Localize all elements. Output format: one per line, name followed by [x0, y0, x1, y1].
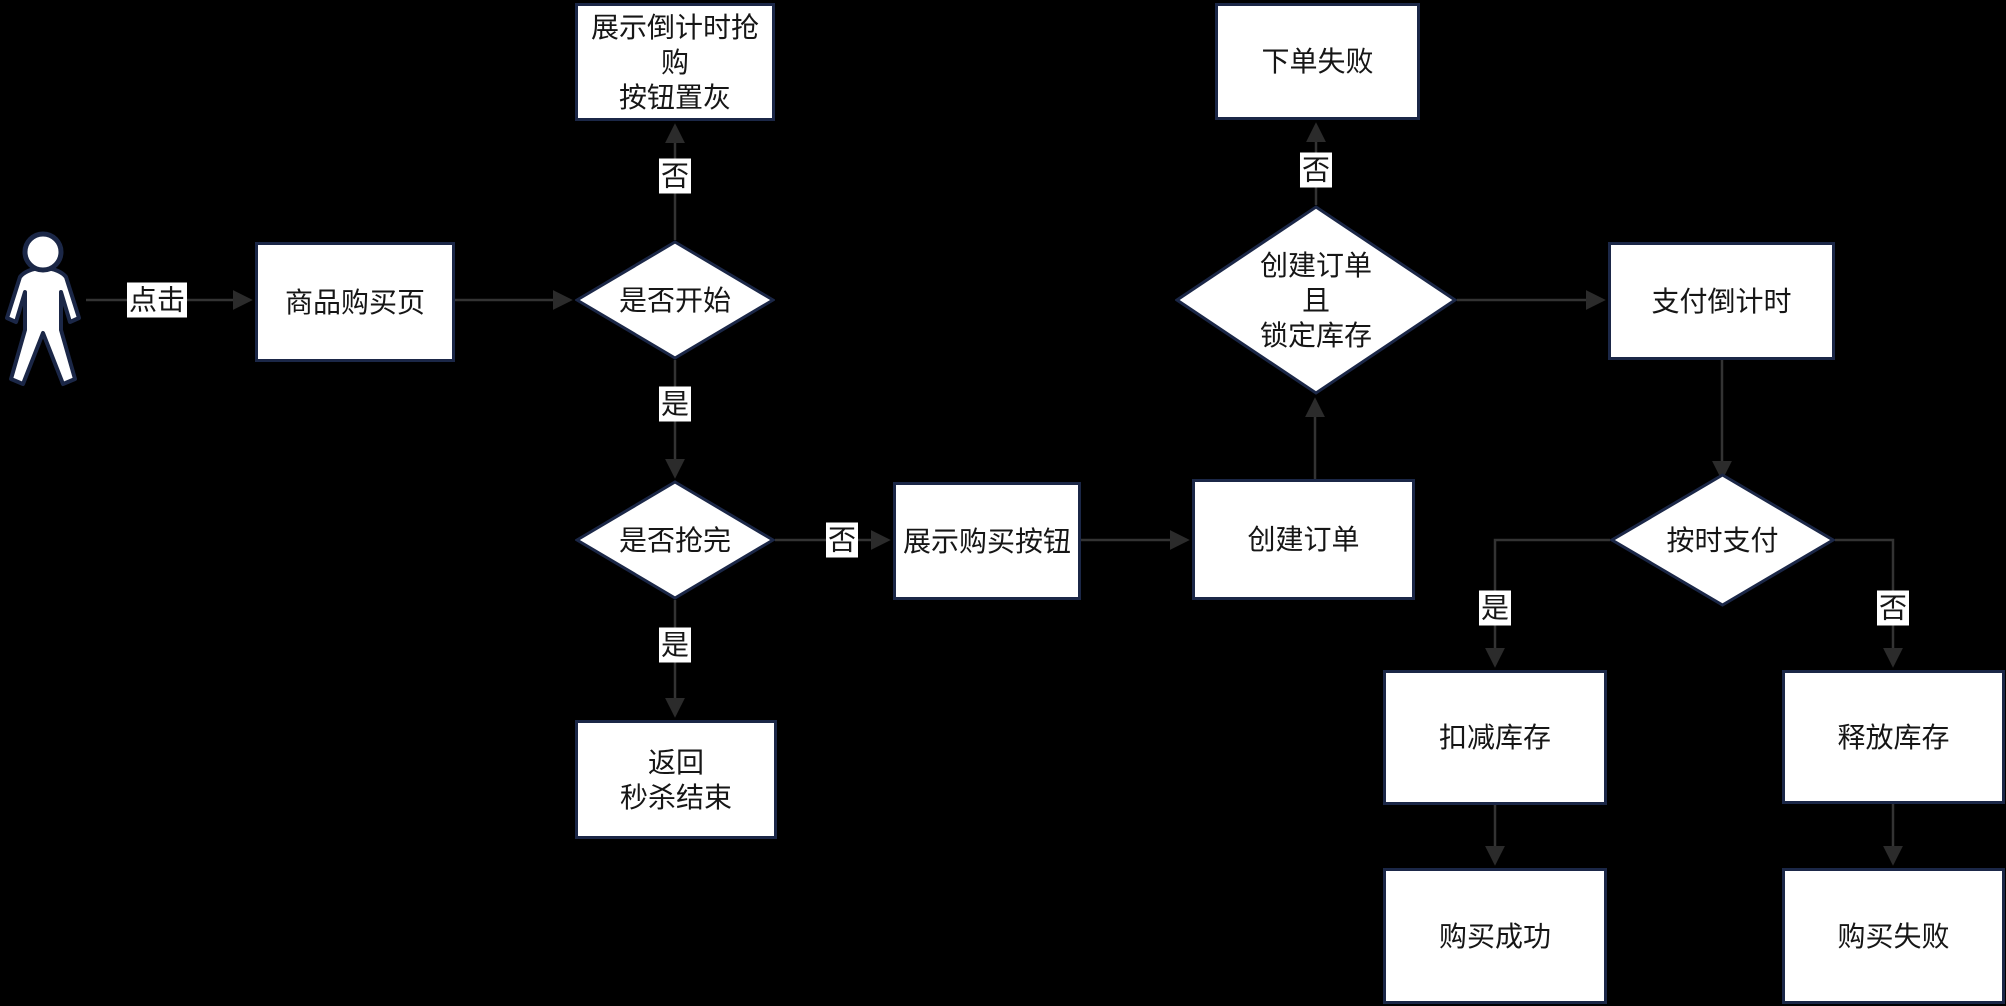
edge-user-to-product-label: 点击 — [126, 282, 188, 318]
node-is-sold-out: 是否抢完 — [575, 480, 775, 600]
node-create-order-label: 创建订单 — [1247, 524, 1360, 555]
node-deduct-stock: 扣减库存 — [1383, 670, 1607, 805]
node-product-page: 商品购买页 — [255, 242, 455, 362]
node-is-started: 是否开始 — [575, 240, 775, 360]
user-actor — [2, 230, 84, 388]
diamond-shape — [1610, 473, 1835, 607]
edge-paytime-no-release-label: 否 — [1876, 590, 1910, 626]
node-order-lock-stock: 创建订单 且 锁定库存 — [1175, 205, 1457, 395]
edge-lock-no-orderfail-label: 否 — [1299, 152, 1333, 188]
node-countdown-grey: 展示倒计时抢购 按钮置灰 — [575, 3, 775, 121]
diamond-shape — [575, 240, 775, 360]
edge-paytime-yes-deduct — [1485, 538, 1610, 668]
node-purchase-success: 购买成功 — [1383, 868, 1607, 1004]
diamond-shape — [575, 480, 775, 600]
node-pay-countdown-label: 支付倒计时 — [1651, 285, 1792, 317]
edge-start-yes-soldout-label: 是 — [658, 386, 692, 422]
edge-paytime-yes-deduct-label: 是 — [1478, 590, 1512, 626]
node-order-failed: 下单失败 — [1215, 3, 1420, 120]
node-is-started-label: 是否开始 — [618, 284, 731, 316]
edge-start-no-countdown-label: 否 — [658, 158, 692, 194]
person-icon — [5, 231, 81, 386]
edge-soldout-yes-return-label: 是 — [658, 627, 692, 663]
node-release-stock: 释放库存 — [1782, 670, 2005, 804]
node-pay-on-time: 按时支付 — [1610, 473, 1835, 607]
node-seckill-ended-label: 返回 秒杀结束 — [619, 746, 732, 813]
diamond-shape — [1175, 205, 1457, 395]
node-order-lock-stock-label: 创建订单 且 锁定库存 — [1259, 249, 1372, 351]
node-purchase-success-label: 购买成功 — [1438, 920, 1551, 952]
node-purchase-failed-label: 购买失败 — [1837, 920, 1950, 952]
node-create-order: 创建订单 — [1192, 479, 1415, 600]
node-is-sold-out-label: 是否抢完 — [618, 524, 731, 556]
node-product-page-label: 商品购买页 — [284, 286, 425, 318]
node-show-buy-button-label: 展示购买按钮 — [902, 525, 1071, 557]
node-order-failed-label: 下单失败 — [1261, 46, 1374, 77]
node-show-buy-button: 展示购买按钮 — [893, 482, 1081, 600]
node-release-stock-label: 释放库存 — [1837, 721, 1950, 753]
edge-soldout-no-showbuy-label: 否 — [825, 522, 859, 558]
node-pay-countdown: 支付倒计时 — [1608, 242, 1835, 360]
node-seckill-ended: 返回 秒杀结束 — [575, 720, 777, 839]
node-purchase-failed: 购买失败 — [1782, 868, 2005, 1004]
node-countdown-grey-label: 展示倒计时抢购 按钮置灰 — [590, 11, 759, 113]
node-pay-on-time-label: 按时支付 — [1666, 524, 1779, 556]
node-deduct-stock-label: 扣减库存 — [1438, 722, 1551, 753]
